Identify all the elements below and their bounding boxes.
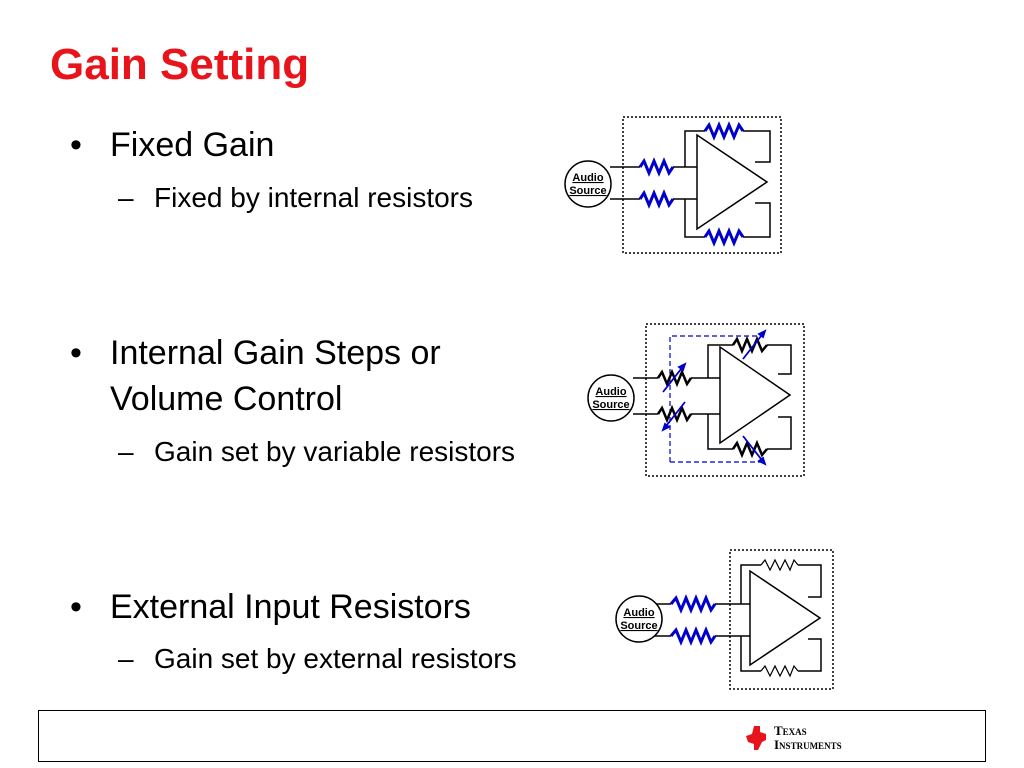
- audio-label-line1: Audio: [595, 386, 626, 398]
- bullet-dot: •: [70, 588, 82, 626]
- fixed-resistors: [638, 121, 745, 247]
- audio-label-line2: Source: [620, 620, 657, 632]
- sub-text: Fixed by internal resistors: [154, 182, 474, 213]
- internal-boundary: [729, 549, 834, 690]
- sub-bullet-fixed: –Fixed by internal resistors: [118, 181, 473, 215]
- external-input-resistors: [669, 594, 717, 646]
- bullet-text: External Input Resistors: [110, 588, 471, 626]
- internal-boundary: [645, 323, 805, 477]
- sub-bullet-external: –Gain set by external resistors: [118, 642, 517, 676]
- audio-label-line1: Audio: [572, 172, 603, 184]
- external-gain-diagram: Audio Source: [615, 549, 834, 690]
- ti-logo: Texas Instruments: [746, 723, 842, 752]
- sub-bullet-variable: –Gain set by variable resistors: [118, 435, 515, 469]
- slide-title: Gain Setting: [50, 40, 310, 89]
- variable-gain-diagram: Audio Source: [587, 323, 805, 477]
- internal-boundary: [622, 116, 782, 254]
- audio-source-icon: [587, 374, 635, 422]
- ti-logo-line2: Instruments: [774, 737, 842, 752]
- bullet-dot: •: [70, 126, 82, 164]
- sub-text: Gain set by external resistors: [154, 643, 517, 674]
- amplifier-symbol: [696, 133, 769, 231]
- amplifier-symbol: [719, 345, 792, 445]
- audio-label-line1: Audio: [623, 607, 654, 619]
- sub-text: Gain set by variable resistors: [154, 436, 516, 467]
- dash: –: [118, 436, 134, 467]
- bullet-text-line2: Volume Control: [110, 380, 343, 418]
- internal-feedback-resistors: [760, 558, 799, 678]
- dash: –: [118, 643, 134, 674]
- footer-bar: [38, 710, 986, 762]
- ti-logo-line1: Texas: [774, 723, 807, 738]
- fixed-gain-diagram: Audio Source: [564, 116, 782, 254]
- audio-label-line2: Source: [569, 185, 606, 197]
- audio-label-line2: Source: [592, 399, 629, 411]
- bullet-dot: •: [70, 334, 82, 372]
- ti-logo-icon: [746, 726, 766, 750]
- amplifier-symbol: [749, 569, 822, 667]
- audio-source-icon: [564, 160, 612, 208]
- dash: –: [118, 182, 134, 213]
- bullet-text-line1: Internal Gain Steps or: [110, 334, 441, 372]
- adjust-arrows: [661, 329, 767, 466]
- audio-source-icon: [615, 595, 663, 643]
- bullet-text: Fixed Gain: [110, 126, 275, 164]
